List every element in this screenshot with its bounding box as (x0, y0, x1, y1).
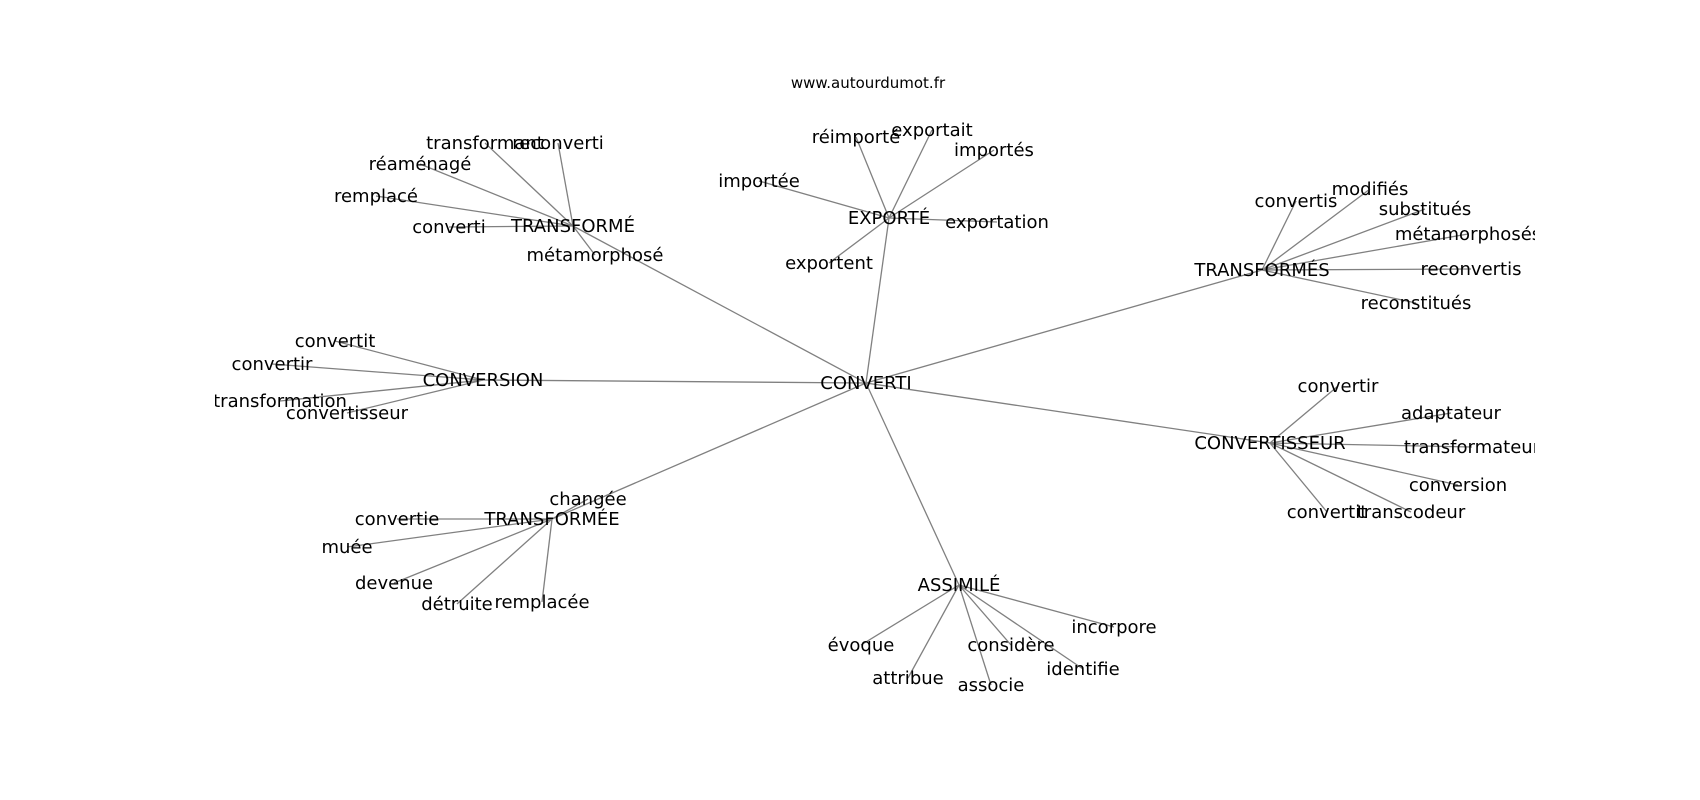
edge-hub-leaf (1269, 412, 1452, 444)
leaf-node: métamorphosés (1395, 224, 1541, 245)
leaf-node: considère (967, 635, 1054, 656)
hub-node: TRANSFORMÉ (510, 215, 635, 237)
leaf-node: substitués (1379, 199, 1472, 220)
edge-hub-leaf (1261, 268, 1472, 271)
edge-hub-leaf (958, 584, 1115, 628)
edge-hub-leaf (888, 129, 933, 219)
edge-hub-leaf (541, 518, 553, 603)
edge-hub-leaf (828, 217, 890, 264)
leaf-node: transformant (426, 133, 544, 154)
edge-hub-leaf (855, 136, 890, 219)
edge-hub-leaf (1261, 233, 1469, 271)
edge-hub-leaf (572, 225, 596, 256)
leaf-node: convertir (1298, 376, 1380, 397)
leaf-node: réimporté (812, 127, 901, 148)
edge-center-hub (572, 225, 867, 384)
leaf-node: convertie (355, 509, 440, 530)
leaf-node: convertir (232, 354, 314, 375)
leaf-node: convertit (295, 331, 376, 352)
leaf-node: remplacée (494, 592, 589, 613)
leaf-node: détruite (421, 594, 493, 615)
edge-hub-leaf (1269, 385, 1339, 444)
edge-hub-leaf (393, 518, 553, 584)
edge-hub-leaf (419, 163, 574, 227)
leaf-node: importés (954, 140, 1034, 161)
edge-hub-leaf (1269, 442, 1473, 448)
leaf-node: conversion (1409, 475, 1507, 496)
leaf-node: associe (958, 675, 1025, 696)
leaf-node: devenue (355, 573, 433, 594)
edge-center-hub (482, 379, 867, 384)
leaf-node: modifiés (1332, 179, 1409, 200)
edge-hub-leaf (484, 142, 574, 227)
leaf-node: adaptateur (1401, 403, 1502, 424)
edge-hub-leaf (1269, 442, 1459, 486)
hub-node: EXPORTÉ (848, 207, 930, 229)
edge-hub-leaf (1269, 442, 1412, 513)
edge-center-hub (865, 382, 960, 586)
edge-hub-leaf (279, 379, 484, 402)
leaf-node: transcodeur (1357, 502, 1466, 523)
leaf-node: réaménagé (369, 154, 472, 175)
source-watermark: www.autourdumot.fr (791, 74, 946, 92)
leaf-node: reconvertis (1421, 259, 1522, 280)
leaf-node: convertisseur (286, 403, 409, 424)
edge-hub-leaf (1261, 208, 1426, 271)
leaf-node: identifie (1046, 659, 1119, 680)
leaf-node: convertit (1287, 502, 1368, 523)
leaf-node: attribue (872, 668, 943, 689)
edge-hub-leaf (958, 584, 1012, 646)
edge-hub-leaf (888, 217, 998, 223)
edge-center-hub (865, 382, 1271, 444)
leaf-node: remplacé (334, 186, 418, 207)
edge-hub-leaf (958, 584, 992, 686)
leaf-node: exportation (945, 212, 1049, 233)
edge-hub-leaf (907, 584, 960, 679)
edge-hub-leaf (1269, 442, 1328, 513)
edge-hub-leaf (888, 149, 995, 219)
hub-node: TRANSFORMÉE (483, 508, 619, 530)
edge-hub-leaf (334, 340, 484, 381)
edge-center-hub (865, 269, 1263, 384)
hub-node: CONVERSION (423, 370, 544, 391)
leaf-node: transformateur (1404, 437, 1541, 458)
edge-hub-leaf (758, 180, 890, 219)
edge-center-hub (551, 382, 867, 520)
leaf-node: évoque (828, 635, 895, 656)
edge-hub-leaf (346, 379, 484, 414)
leaf-node: exportent (785, 253, 873, 274)
edge-hub-leaf (551, 498, 589, 520)
leaf-node: convertis (1255, 191, 1338, 212)
edge-hub-leaf (375, 195, 574, 227)
hub-node: CONVERTISSEUR (1194, 433, 1345, 454)
leaf-node: reconverti (512, 133, 604, 154)
edge-hub-leaf (1261, 188, 1371, 271)
edge-hub-leaf (958, 584, 1084, 670)
leaf-node: incorpore (1071, 617, 1156, 638)
edge-hub-leaf (557, 142, 574, 227)
edge-hub-leaf (456, 518, 553, 605)
leaf-node: importée (718, 171, 800, 192)
leaf-node: changée (549, 489, 626, 510)
hub-node: ASSIMILÉ (918, 574, 1001, 596)
leaf-node: exportait (891, 120, 972, 141)
leaf-node: converti (412, 217, 486, 238)
leaf-node: transformation (213, 391, 347, 412)
leaf-node: métamorphosé (527, 245, 664, 266)
edge-hub-leaf (1261, 200, 1297, 271)
center-node: CONVERTI (820, 373, 911, 394)
edge-center-hub (865, 217, 890, 384)
hub-node: TRANSFORMÉS (1193, 259, 1329, 281)
leaf-node: muée (321, 537, 372, 558)
edge-hub-leaf (860, 584, 960, 646)
leaf-node: reconstitués (1361, 293, 1472, 314)
edge-hub-leaf (271, 363, 484, 381)
edge-hub-leaf (1261, 269, 1417, 304)
edge-hub-leaf (346, 518, 553, 548)
edge-hub-leaf (448, 225, 574, 228)
